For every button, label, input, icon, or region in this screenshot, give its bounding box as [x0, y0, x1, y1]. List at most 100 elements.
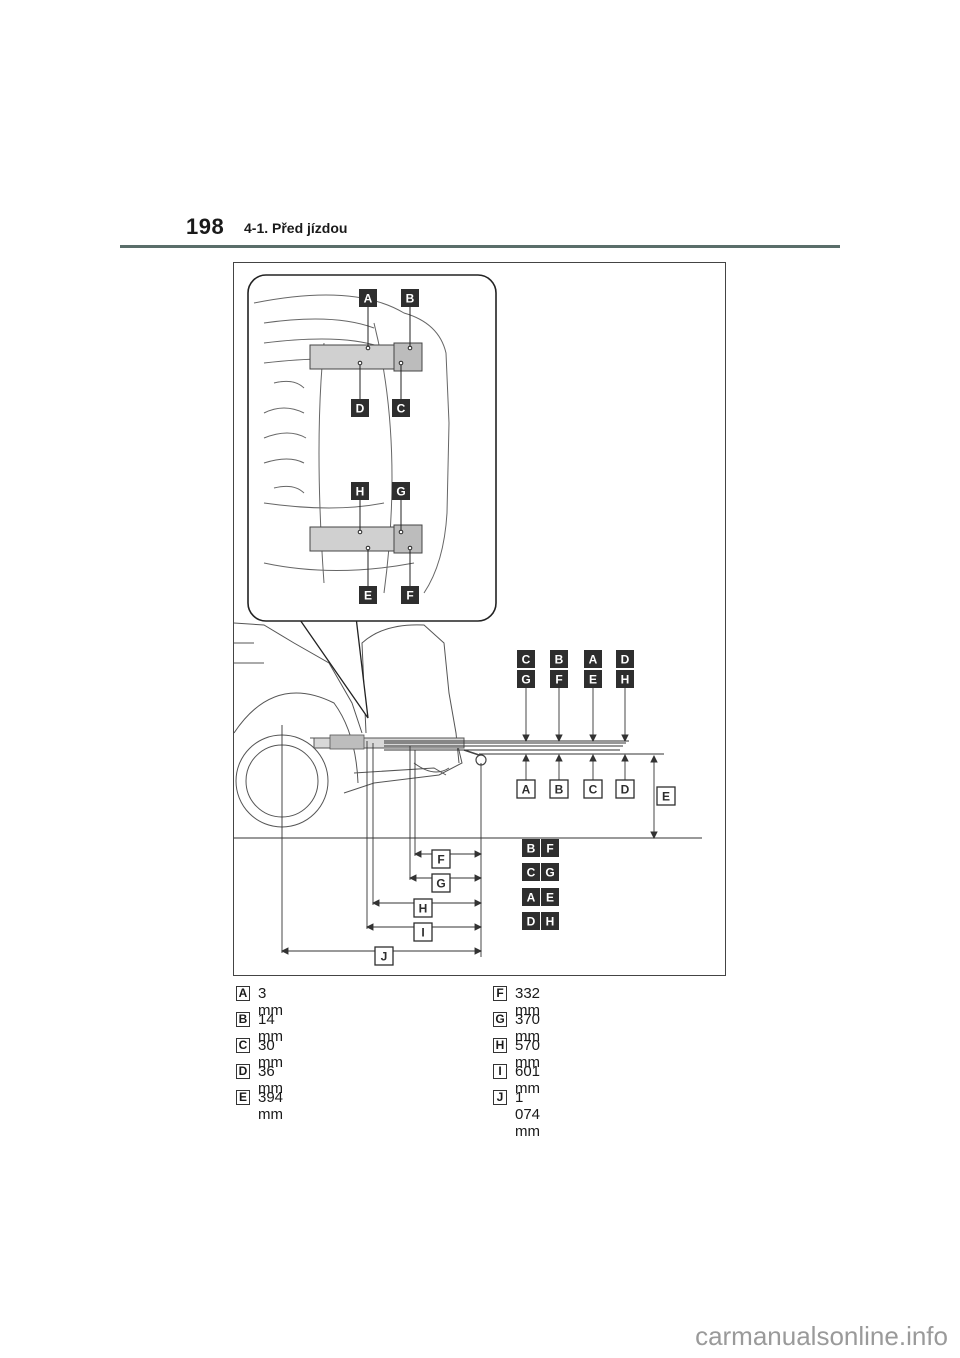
- wheel-arch: [234, 692, 359, 784]
- inset-vehicle-lines: [253, 294, 450, 594]
- upper-label-b-top: B: [550, 650, 568, 668]
- dimension-lines: [280, 688, 664, 957]
- legend-value-h: 570 mm: [515, 1037, 541, 1071]
- svg-text:A: A: [589, 653, 598, 667]
- svg-text:D: D: [621, 653, 630, 667]
- body-crease: [234, 642, 264, 664]
- svg-text:F: F: [555, 673, 562, 687]
- dimension-pair-h-e: E: [541, 888, 559, 906]
- svg-text:F: F: [437, 853, 444, 867]
- legend-key-c: C: [236, 1038, 250, 1053]
- rear-body-line: [234, 622, 363, 734]
- legend-value-d: 36 mm: [258, 1063, 283, 1097]
- exhaust-shape: [413, 762, 450, 773]
- svg-text:F: F: [546, 842, 553, 856]
- legend-key-f: F: [493, 986, 507, 1001]
- bumper-lower: [353, 767, 447, 776]
- inset-label-f: F: [401, 586, 419, 604]
- svg-text:C: C: [589, 783, 598, 797]
- svg-text:G: G: [545, 866, 554, 880]
- svg-text:C: C: [397, 402, 406, 416]
- svg-text:H: H: [621, 673, 630, 687]
- svg-text:I: I: [421, 926, 424, 940]
- upper-label-c-top: C: [517, 650, 535, 668]
- dimension-label-f: F: [431, 849, 451, 869]
- dimension-label-j: J: [374, 946, 394, 966]
- upper-label-h-bottom: H: [616, 670, 634, 688]
- svg-text:G: G: [521, 673, 530, 687]
- legend-key-g: G: [493, 1012, 507, 1027]
- inset-label-b: B: [401, 289, 419, 307]
- svg-text:D: D: [527, 915, 536, 929]
- svg-text:E: E: [546, 891, 554, 905]
- upper-label-a-top: A: [584, 650, 602, 668]
- upper-label-e-bottom: E: [584, 670, 602, 688]
- svg-text:E: E: [589, 673, 597, 687]
- dimension-pair-f-b: B: [522, 839, 540, 857]
- legend-value-g: 370 mm: [515, 1011, 541, 1045]
- legend-value-c: 30 mm: [258, 1037, 283, 1071]
- hitch-mount: [329, 734, 365, 750]
- svg-text:A: A: [522, 783, 531, 797]
- tailgate-outline: [361, 624, 460, 764]
- inset-label-g: G: [392, 482, 410, 500]
- upper-label-g-bottom: G: [517, 670, 535, 688]
- svg-text:G: G: [396, 485, 405, 499]
- lower-label-a: A: [516, 779, 536, 799]
- inset-label-a: A: [359, 289, 377, 307]
- legend-key-a: A: [236, 986, 250, 1001]
- lower-label-b: B: [549, 779, 569, 799]
- dimension-pair-h-a: A: [522, 888, 540, 906]
- svg-text:A: A: [364, 292, 373, 306]
- inset-label-e: E: [359, 586, 377, 604]
- legend-value-i: 601 mm: [515, 1063, 541, 1097]
- dimension-pair-g-c: C: [522, 863, 540, 881]
- height-label-e: E: [656, 786, 676, 806]
- inset-label-c: C: [392, 399, 410, 417]
- dimension-pair-g-g: G: [541, 863, 559, 881]
- watermark: carmanualsonline.info: [695, 1321, 948, 1351]
- svg-text:B: B: [406, 292, 415, 306]
- upper-label-f-bottom: F: [550, 670, 568, 688]
- svg-text:A: A: [527, 891, 536, 905]
- upper-label-d-top: D: [616, 650, 634, 668]
- legend-key-j: J: [493, 1090, 507, 1105]
- svg-text:H: H: [546, 915, 555, 929]
- section-title: 4-1. Před jízdou: [244, 220, 348, 236]
- legend-key-e: E: [236, 1090, 250, 1105]
- inset-leaders: [357, 307, 413, 586]
- lower-label-c: C: [583, 779, 603, 799]
- legend-value-b: 14 mm: [258, 1011, 283, 1045]
- legend-key-b: B: [236, 1012, 250, 1027]
- legend-value-j: 1 074 mm: [515, 1089, 541, 1140]
- svg-text:D: D: [356, 402, 365, 416]
- header-rule: [120, 245, 840, 248]
- svg-text:B: B: [555, 653, 564, 667]
- svg-text:E: E: [364, 589, 372, 603]
- svg-text:D: D: [621, 783, 630, 797]
- svg-text:G: G: [436, 877, 445, 891]
- lower-label-d: D: [615, 779, 635, 799]
- legend-value-e: 394 mm: [258, 1089, 284, 1123]
- dimension-label-h: H: [413, 898, 433, 918]
- legend-key-i: I: [493, 1064, 507, 1079]
- hitch-neck: [463, 749, 480, 756]
- svg-text:H: H: [419, 902, 428, 916]
- page-number: 198: [186, 214, 225, 239]
- dimension-label-i: I: [413, 922, 433, 942]
- dimension-label-g: G: [431, 873, 451, 893]
- dimension-pair-i-h: H: [541, 912, 559, 930]
- legend-value-a: 3 mm: [258, 985, 283, 1019]
- legend-value-f: 332 mm: [515, 985, 541, 1019]
- inset-label-h: H: [351, 482, 369, 500]
- svg-text:F: F: [406, 589, 413, 603]
- svg-text:H: H: [356, 485, 365, 499]
- svg-text:B: B: [527, 842, 536, 856]
- svg-text:E: E: [662, 790, 670, 804]
- svg-text:C: C: [522, 653, 531, 667]
- dimension-pair-i-d: D: [522, 912, 540, 930]
- dimension-pair-f-f: F: [541, 839, 559, 857]
- svg-text:C: C: [527, 866, 536, 880]
